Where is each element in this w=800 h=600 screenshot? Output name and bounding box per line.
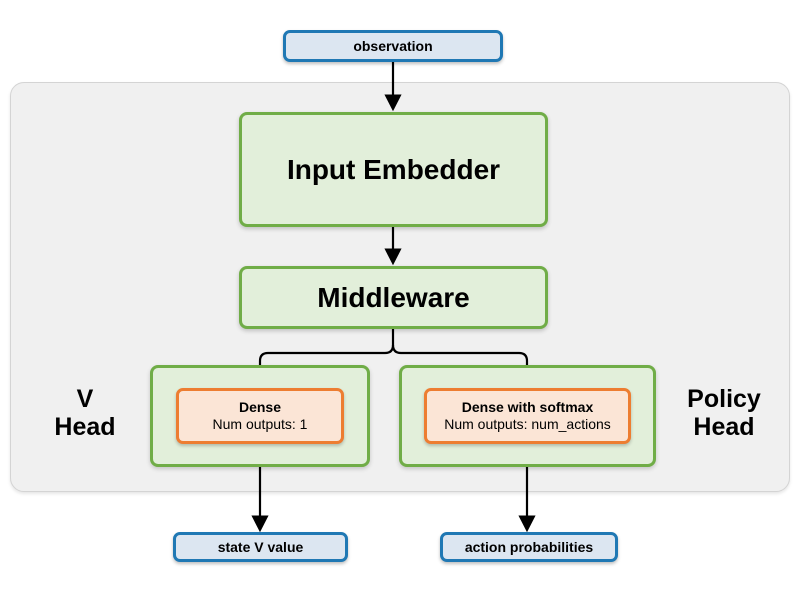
label-v-head: V Head	[30, 385, 140, 441]
node-middleware[interactable]: Middleware	[239, 266, 548, 329]
node-state-v-value[interactable]: state V value	[173, 532, 348, 562]
node-middleware-label: Middleware	[317, 281, 470, 313]
node-observation[interactable]: observation	[283, 30, 503, 62]
label-policy-head-line2: Head	[693, 413, 755, 441]
label-v-head-line1: V	[76, 385, 94, 413]
node-dense-policy-head[interactable]: Dense with softmax Num outputs: num_acti…	[424, 388, 631, 444]
label-v-head-line2: Head	[54, 413, 116, 441]
node-action-probabilities[interactable]: action probabilities	[440, 532, 618, 562]
node-observation-label: observation	[353, 38, 433, 54]
label-policy-head: Policy Head	[664, 385, 784, 441]
node-dense-policy-head-title: Dense with softmax	[461, 398, 594, 415]
node-action-probabilities-label: action probabilities	[464, 539, 594, 555]
node-dense-policy-head-subtitle: Num outputs: num_actions	[444, 416, 611, 432]
node-dense-v-head[interactable]: Dense Num outputs: 1	[176, 388, 344, 444]
node-input-embedder-label: Input Embedder	[286, 153, 501, 185]
label-policy-head-line1: Policy	[687, 385, 761, 413]
node-state-v-value-label: state V value	[217, 539, 304, 555]
node-dense-v-head-title: Dense	[238, 398, 282, 415]
node-dense-v-head-subtitle: Num outputs: 1	[212, 416, 308, 432]
node-input-embedder[interactable]: Input Embedder	[239, 112, 548, 227]
